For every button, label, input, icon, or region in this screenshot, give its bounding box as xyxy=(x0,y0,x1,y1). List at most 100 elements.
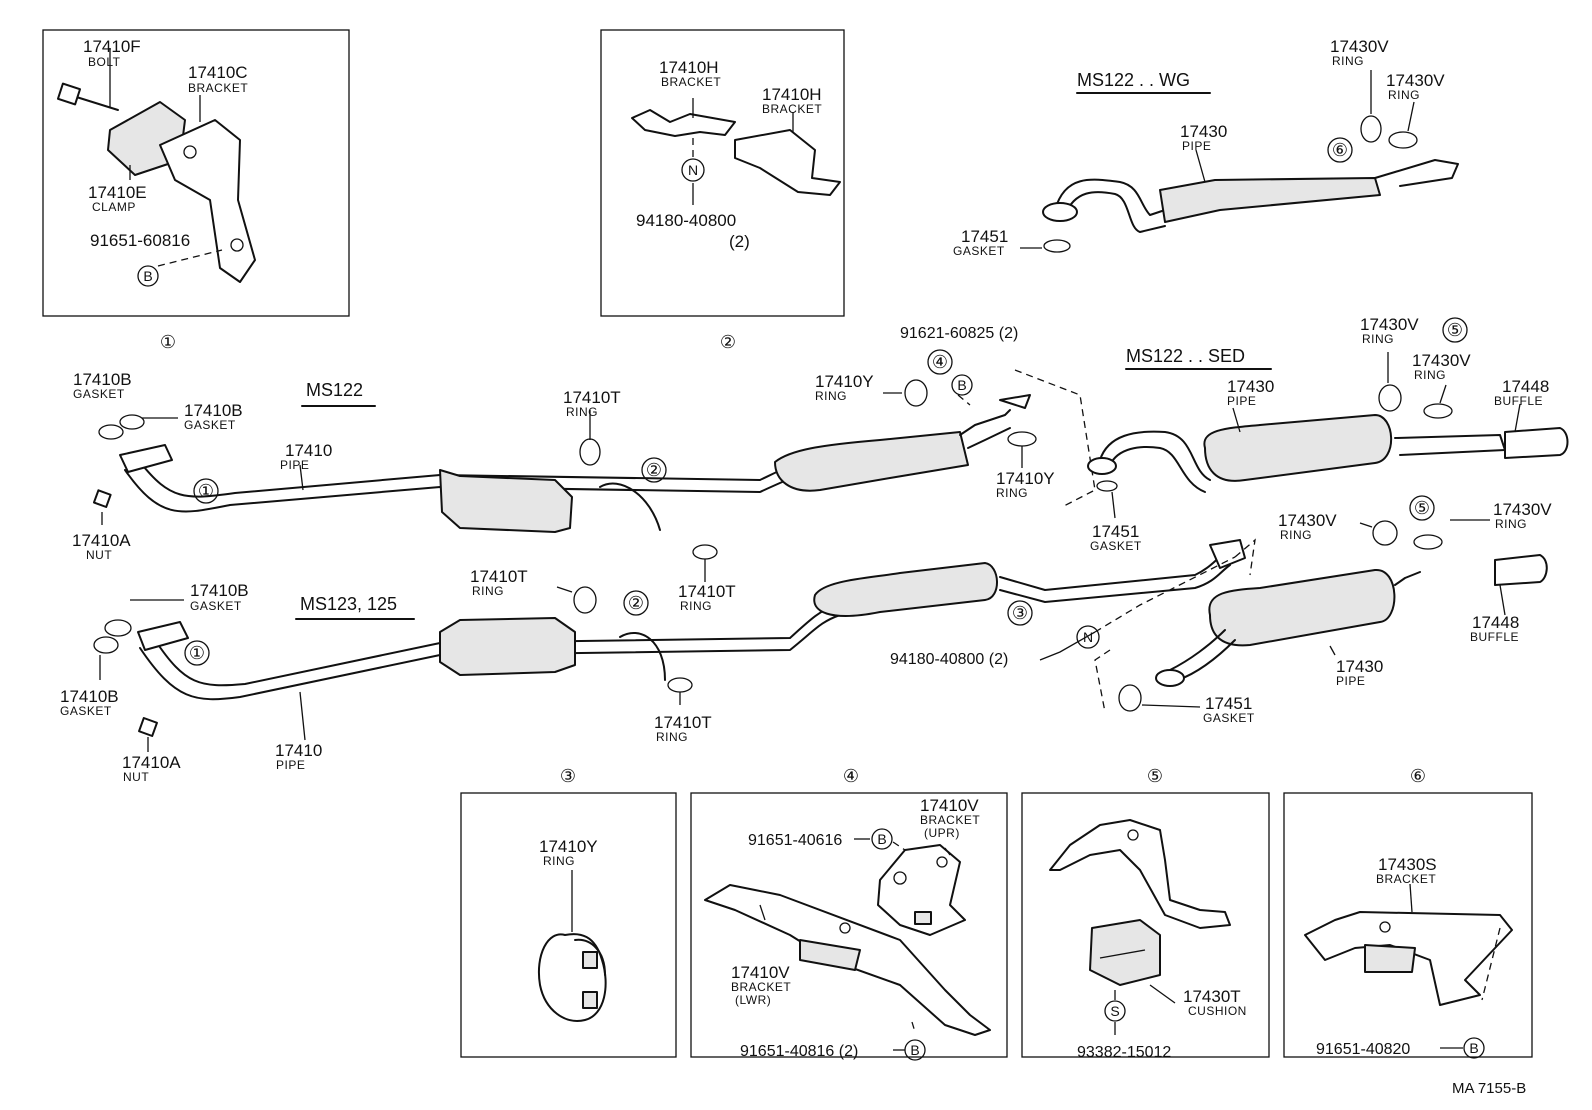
n-symbol-ms123-label: N xyxy=(1083,629,1093,645)
ms123-gasket-2 xyxy=(93,636,119,654)
inset1-bolt2-number: 91651-60816 xyxy=(90,231,190,250)
ms122-ringy2-number: 17410Y xyxy=(996,469,1055,488)
ms123-gasket1-name: GASKET xyxy=(190,599,242,613)
b-symbol-inset6-label: B xyxy=(1469,1040,1478,1056)
sed-ring2-name: RING xyxy=(1414,368,1446,382)
ms123-callout-2-label: ② xyxy=(628,593,644,613)
ms122-model-label: MS122 xyxy=(306,380,363,400)
ms123-callout-5 xyxy=(1409,495,1435,521)
ms123-tail-muffler xyxy=(1208,568,1396,647)
wg-model-label: MS122 . . WG xyxy=(1077,70,1190,90)
cushion-block xyxy=(1089,919,1161,986)
inset-3-frame xyxy=(460,792,677,1058)
ms122-front-pipe-drawing xyxy=(92,369,1096,582)
ms122-ring-y1 xyxy=(904,379,928,407)
ms122-ringt2-number: 17410T xyxy=(678,582,736,601)
ms123-callout-3-label: ③ xyxy=(1012,603,1028,623)
ms123-callout-3 xyxy=(1007,600,1033,626)
ms122-ringt-number: 17410T xyxy=(563,388,621,407)
inset-1-frame xyxy=(42,29,350,317)
ms122-pipe-number: 17410 xyxy=(285,441,332,460)
wg-gasket-ring xyxy=(1043,239,1071,253)
ms122-gasket-2 xyxy=(119,414,145,430)
ms123-ring2-number: 17430V xyxy=(1493,500,1552,519)
s-symbol-inset5-label: S xyxy=(1110,1003,1119,1019)
sed-callout-5 xyxy=(1442,317,1468,343)
b-symbol-inset4-bottom xyxy=(904,1039,926,1061)
ms123-ring-1 xyxy=(1372,520,1398,546)
ms123-ring-t2 xyxy=(667,677,693,693)
wg-ring-1 xyxy=(1360,115,1382,143)
sed-pipe-number: 17430 xyxy=(1227,377,1274,396)
inset5-s-number: 93382-15012 xyxy=(1077,1044,1171,1061)
inset2-nut-number: 94180-40800 xyxy=(636,211,736,230)
inset-5-frame xyxy=(1021,792,1270,1058)
sed-ring1-name: RING xyxy=(1362,332,1394,346)
ms123-converter xyxy=(439,617,576,676)
sed-buffle-name: BUFFLE xyxy=(1494,394,1543,408)
wg-ring1-number: 17430V xyxy=(1330,37,1389,56)
b-symbol-inset1-label: B xyxy=(143,268,152,284)
ms122-gasket2-number: 17410B xyxy=(184,401,243,420)
inset4-b2-number: 91651-40816 (2) xyxy=(740,1043,858,1060)
bracket-part xyxy=(159,119,256,283)
inset1-clamp-name: CLAMP xyxy=(92,200,136,214)
inset-4-frame xyxy=(690,792,1008,1058)
ms122-ringy1-number: 17410Y xyxy=(815,372,874,391)
inset-2-number: ② xyxy=(720,332,736,352)
ms122-ring-y2 xyxy=(1007,431,1037,447)
ms123-ring1-name: RING xyxy=(1280,528,1312,542)
ms122-callout-1-label: ① xyxy=(198,481,214,501)
wg-gasket-number: 17451 xyxy=(961,227,1008,246)
inset-3-drawing xyxy=(537,870,607,1022)
wg-ring1-name: RING xyxy=(1332,54,1364,68)
ms123-gasket-number: 17451 xyxy=(1205,694,1252,713)
ms122-ring-t2 xyxy=(692,544,718,560)
b-symbol-ms122 xyxy=(951,374,973,396)
ms123-buffle-name: BUFFLE xyxy=(1470,630,1519,644)
ms123-center-muffler xyxy=(813,562,998,617)
ms123-ringt2-number: 17410T xyxy=(654,713,712,732)
b-symbol-inset4-top xyxy=(871,828,893,850)
ms122-callout-2-label: ② xyxy=(646,460,662,480)
inset1-clamp-number: 17410E xyxy=(88,183,147,202)
ms123-ring1-number: 17430V xyxy=(1278,511,1337,530)
ms123-pipe-drawing xyxy=(93,519,1548,752)
inset-2-frame xyxy=(600,29,845,317)
ms122-gasket-1 xyxy=(98,424,124,440)
inset4-upr-name: BRACKET xyxy=(920,813,980,827)
ms122-gasket2-name: GASKET xyxy=(184,418,236,432)
ms123-dash-link xyxy=(1094,649,1111,713)
ms122-gasket1-number: 17410B xyxy=(73,370,132,389)
sed-callout-5-label: ⑤ xyxy=(1447,320,1463,340)
inset-4-drawing xyxy=(704,838,991,1051)
sed-gasket-number: 17451 xyxy=(1092,522,1139,541)
inset4-upr-number: 17410V xyxy=(920,796,979,815)
wg-pipe-number: 17430 xyxy=(1180,122,1227,141)
inset6-bracket-name: BRACKET xyxy=(1376,872,1436,886)
inset4-lwr-number: 17410V xyxy=(731,963,790,982)
wg-callout-6-label: ⑥ xyxy=(1332,140,1348,160)
ms123-callout-5-label: ⑤ xyxy=(1414,498,1430,518)
inset2-bracket2-number: 17410H xyxy=(762,85,822,104)
b-symbol-inset4-bottom-label: B xyxy=(910,1042,919,1058)
drawing-code: MA 7155-B xyxy=(1452,1080,1526,1097)
inset1-bolt-number: 17410F xyxy=(83,37,141,56)
bolt-head xyxy=(56,82,82,106)
sed-gasket-ring xyxy=(1096,480,1118,492)
inset5-cushion-number: 17430T xyxy=(1183,987,1241,1006)
ms122-callout-4-label: ④ xyxy=(932,352,948,372)
wg-pipe-name: PIPE xyxy=(1182,139,1211,153)
inset6-b-number: 91651-40820 xyxy=(1316,1041,1410,1058)
inset3-ring-name: RING xyxy=(543,854,575,868)
ms122-center-muffler xyxy=(774,431,969,492)
inset1-bolt-name: BOLT xyxy=(88,55,121,69)
ms123-ringt2-name: RING xyxy=(656,730,688,744)
s-symbol-inset5 xyxy=(1104,1000,1126,1022)
ms123-nut xyxy=(138,717,158,737)
ms123-nut-number: 17410A xyxy=(122,753,181,772)
ms123-tail-name: PIPE xyxy=(1336,674,1365,688)
ms123-pipe-number: 17410 xyxy=(275,741,322,760)
sed-gasket-name: GASKET xyxy=(1090,539,1142,553)
inset-6-drawing xyxy=(1304,883,1513,1049)
